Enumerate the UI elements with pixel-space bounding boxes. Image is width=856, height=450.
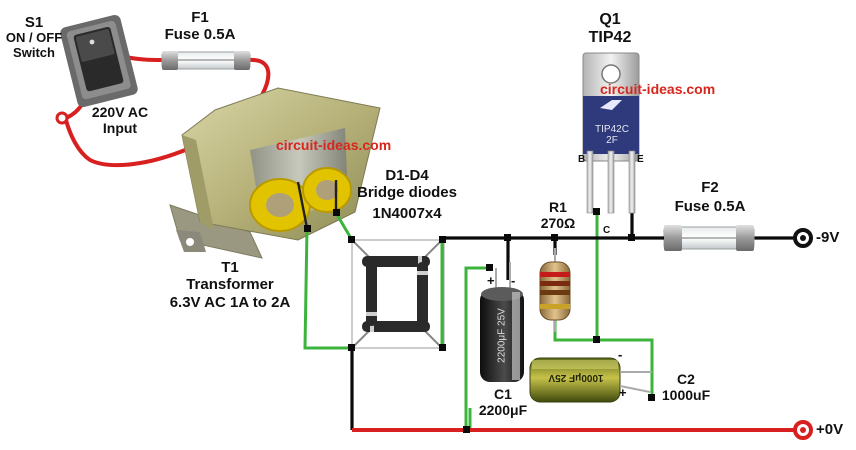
f1-desc: Fuse 0.5A [164,26,236,44]
t1-desc: Transformer [186,276,274,294]
f2-fuse [632,225,755,251]
ac-input-line1: 220V AC [91,104,149,120]
q1-pin-c: C [603,225,611,236]
f1-name: F1 [191,9,209,26]
wire-transformer-to-bridge-bottom [303,227,352,350]
q1-marking-line2: 2F [606,135,618,146]
r1-label: R1 270Ω [532,199,584,231]
f1-label: F1 Fuse 0.5A [152,9,248,44]
c1-name: C1 [494,386,512,402]
ac-input-label: 220V AC Input [84,104,156,136]
s1-desc-line1: ON / OFF [5,30,63,46]
c2-marking: 1000μF 25V [548,372,604,383]
q1-marking-line1: TIP42C [595,124,629,135]
t1-name: T1 [221,259,239,276]
c2-name: C2 [677,371,695,387]
wire-c1-plus [464,266,490,430]
c2-capacitor [529,357,652,403]
q1-label: Q1 TIP42 [578,11,642,48]
wire-c2-minus-to-collector [595,212,654,398]
diode-d3 [366,262,377,326]
r1-resistor [539,248,571,332]
c1-plus: + [487,273,495,288]
q1-transistor [582,52,640,214]
diode-d4 [417,262,428,326]
q1-name: Q1 [599,11,621,28]
r1-name: R1 [549,199,567,215]
ac-input-terminal [55,111,69,125]
s1-desc-line2: Switch [13,45,55,61]
out-neg-label: -9V [816,229,840,246]
black-wiring [350,212,796,430]
q1-part: TIP42 [588,29,632,47]
s1-label: S1 ON / OFF Switch [4,14,64,61]
bridge-part: 1N4007x4 [372,204,442,222]
c1-capacitor [480,262,524,382]
f2-label: F2 Fuse 0.5A [660,179,760,216]
f2-desc: Fuse 0.5A [674,198,746,216]
q1-pin-e: E [637,154,644,165]
c2-label: C2 1000uF [656,371,716,403]
c2-plus: + [619,385,627,400]
ac-input-line2: Input [102,120,138,137]
s1-name: S1 [24,14,44,31]
diode-d1 [362,256,430,267]
out-neg-terminal [793,228,813,248]
ground-rail [352,420,813,440]
t1-transformer [169,87,381,259]
bridge-label: D1-D4 Bridge diodes 1N4007x4 [342,167,472,222]
wire-r1-bottom [553,320,597,342]
bridge-name: D1-D4 [385,167,429,184]
c1-marking: 2200μF 25V [496,308,508,363]
wire-transformer-to-input [64,118,192,168]
out-zero-label: +0V [816,421,844,438]
diode-d2 [362,321,430,332]
q1-pin-b: B [578,154,586,165]
s1-switch [60,14,138,108]
watermark-top: circuit-ideas.com [600,81,716,97]
c2-value: 1000uF [661,387,711,404]
c1-minus: - [511,273,516,288]
bridge-diodes [351,239,445,349]
t1-rating: 6.3V AC 1A to 2A [169,293,291,311]
junction-nodes [304,208,655,433]
c1-value: 2200μF [478,402,528,419]
f1-fuse [161,51,251,70]
f2-name: F2 [701,179,719,196]
t1-label: T1 Transformer 6.3V AC 1A to 2A [160,259,300,311]
q1-marking: TIP42C 2F [590,124,634,146]
watermark-middle: circuit-ideas.com [276,137,392,153]
wire-transformer-to-bridge-top [334,212,354,241]
bridge-desc: Bridge diodes [356,184,457,202]
c1-label: C1 2200μF [466,386,540,418]
c2-minus: - [618,347,623,362]
r1-value: 270Ω [540,215,576,232]
